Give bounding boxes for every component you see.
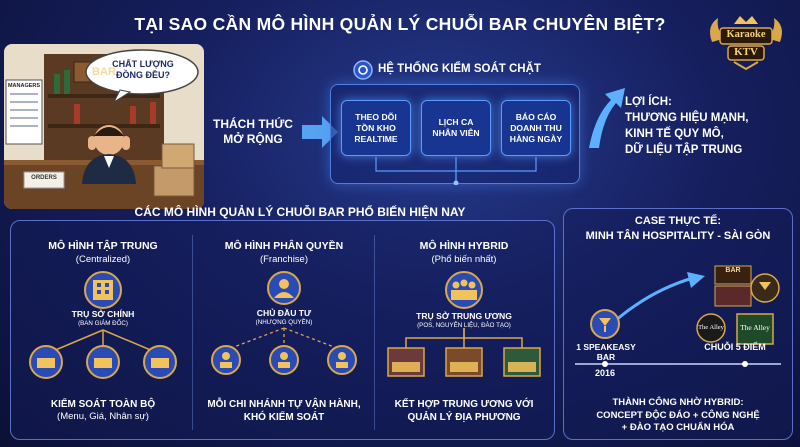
benefit-line-3: DỮ LIỆU TẬP TRUNG: [625, 144, 743, 156]
case-title-2: MINH TÂN HOSPITALITY - SÀI GÒN: [585, 230, 771, 242]
hybrid-hub-label: TRỤ SỞ TRUNG ƯƠNG: [416, 311, 512, 321]
centralized-subtitle: (Centralized): [75, 254, 131, 265]
benefit-line-1: THƯƠNG HIỆU MẠNH,: [625, 112, 749, 124]
franchise-caption-1: MỖI CHI NHÁNH TỰ VẬN HÀNH,: [207, 399, 361, 410]
karaoke-ktv-logo: Karaoke KTV: [704, 12, 788, 72]
bar-manager-illustration: CHẤT LƯỢNG ĐỒNG ĐỀU? BAR MANAGERS ORDERS: [4, 44, 204, 209]
benefit-line-2: KINH TẾ QUY MÔ,: [625, 128, 724, 140]
arrow-up-right-icon: [585, 86, 627, 152]
case-end-label: CHUỖI 5 ĐIỂM: [704, 342, 766, 352]
franchise-caption-2: KHÓ KIỂM SOÁT: [243, 412, 325, 423]
franchise-hub-label: CHỦ ĐẦU TƯ: [256, 308, 312, 318]
hybrid-subtitle: (Phổ biến nhất): [431, 254, 497, 265]
challenge-line-1: THÁCH THỨC: [213, 117, 293, 131]
orders-paper-label: ORDERS: [31, 175, 57, 181]
case-title-1: CASE THỰC TẾ:: [634, 215, 722, 227]
centralized-hub-sub: (BAN GIÁM ĐỐC): [78, 320, 128, 327]
venue-bar-sign: BAR: [725, 267, 741, 274]
franchise-subtitle: (Franchise): [259, 254, 309, 265]
franchise-diagram: [211, 271, 357, 375]
hybrid-title: MÔ HÌNH HYBRID: [419, 240, 509, 252]
bar-sign: BAR: [92, 66, 116, 78]
schedule-line-2: NHÂN VIÊN: [432, 128, 480, 138]
hybrid-caption-1: KẾT HỢP TRUNG ƯƠNG VỚI: [394, 399, 534, 410]
gear-shield-icon: [352, 59, 374, 81]
case-study-title: CASE THỰC TẾ: MINH TÂN HOSPITALITY - SÀI…: [563, 214, 793, 244]
benefit-block: LỢI ÍCH: THƯƠNG HIỆU MẠNH, KINH TẾ QUY M…: [625, 94, 795, 158]
logo-text-2: KTV: [734, 46, 758, 58]
column-divider: [374, 235, 375, 430]
venue-the-alley-1: The Alley: [698, 324, 724, 331]
revenue-line-2: DOANH THU: [510, 122, 562, 133]
centralized-caption-2: (Menu, Giá, Nhân sự): [57, 411, 149, 422]
hybrid-hub-sub: (POS, NGUYÊN LIỆU, ĐÀO TẠO): [417, 322, 511, 329]
venue-the-alley-2: The Alley: [740, 323, 770, 332]
circuit-lines: [375, 157, 537, 185]
revenue-line-1: BÁO CÁO: [515, 111, 557, 122]
challenge-text: THÁCH THỨC MỞ RỘNG: [208, 117, 298, 147]
hybrid-caption-2: QUẢN LÝ ĐỊA PHƯƠNG: [407, 412, 521, 423]
quality-question-bubble: CHẤT LƯỢNG ĐỒNG ĐỀU?: [112, 59, 174, 80]
inventory-line-1: THEO DÕI: [355, 111, 397, 122]
challenge-line-2: MỞ RỘNG: [223, 132, 283, 146]
case-success-text: THÀNH CÔNG NHỜ HYBRID: CONCEPT ĐỘC ĐÁO +…: [563, 397, 793, 435]
inventory-line-2: TỒN KHO: [356, 122, 396, 133]
models-section-title: CÁC MÔ HÌNH QUẢN LÝ CHUỖI BAR PHỔ BIẾN H…: [134, 205, 466, 219]
hybrid-diagram: [387, 271, 541, 377]
control-system-title: HỆ THỐNG KIỂM SOÁT CHẶT: [378, 63, 541, 75]
growth-timeline: [575, 265, 781, 367]
case-year-start: 2016: [594, 368, 616, 378]
franchise-hub-sub: (NHƯỢNG QUYỀN): [255, 319, 313, 326]
inventory-line-3: REALTIME: [354, 133, 398, 144]
centralized-diagram: [29, 271, 177, 379]
centralized-title: MÔ HÌNH TẬP TRUNG: [48, 240, 158, 252]
revenue-line-3: HÀNG NGÀY: [509, 133, 563, 144]
centralized-caption-1: KIỂM SOÁT TOÀN BỘ: [50, 399, 156, 410]
franchise-title: MÔ HÌNH PHÂN QUYỀN: [224, 240, 344, 252]
success-line-3: + ĐÀO TẠO CHUẨN HÓA: [621, 422, 735, 433]
case-start-label: 1 SPEAKEASY BAR: [576, 342, 636, 362]
arrow-right-icon: [300, 114, 340, 150]
success-line-2: CONCEPT ĐỘC ĐÁO + CÔNG NGHỆ: [596, 409, 760, 421]
centralized-hub-label: TRỤ SỞ CHÍNH: [71, 309, 135, 319]
success-line-1: THÀNH CÔNG NHỜ HYBRID:: [612, 397, 744, 408]
column-divider: [192, 235, 193, 430]
page-title: TẠI SAO CẦN MÔ HÌNH QUẢN LÝ CHUỖI BAR CH…: [134, 14, 666, 34]
logo-text-1: Karaoke: [726, 29, 766, 40]
benefit-title: LỢI ÍCH:: [625, 96, 672, 108]
schedule-line-1: LỊCH CA: [438, 117, 474, 127]
managers-board-label: MANAGERS: [7, 83, 41, 89]
